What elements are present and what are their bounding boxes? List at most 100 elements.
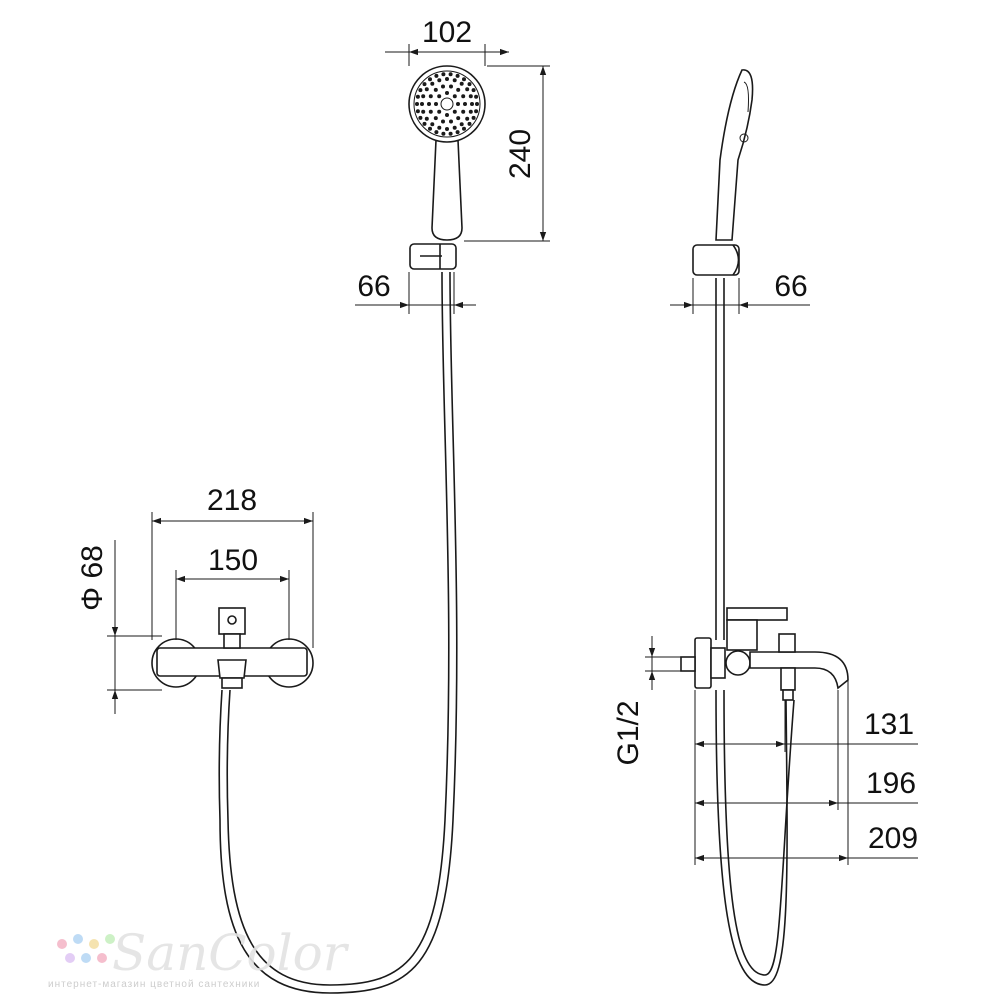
nozzle-dot — [465, 116, 470, 121]
nozzle-dot — [445, 77, 449, 81]
hand-shower-front — [408, 65, 486, 270]
nozzle-dot — [452, 78, 457, 83]
nozzle-dot — [471, 115, 476, 120]
nozzle-dot — [430, 122, 435, 127]
nozzle-dot — [445, 113, 449, 117]
nozzle-dot — [434, 130, 439, 135]
watermark-tagline: интернет-магазин цветной сантехники — [48, 979, 260, 990]
nozzle-dot — [421, 94, 426, 99]
dim-label-spout-131: 131 — [864, 708, 914, 741]
nozzle-dot — [418, 115, 423, 120]
nozzle-dot — [467, 82, 472, 87]
dim-240: 240 — [464, 65, 550, 242]
nozzle-dot — [462, 77, 466, 82]
nozzle-dot — [448, 131, 453, 136]
nozzle-dot — [441, 72, 446, 77]
nozzle-dot — [434, 73, 439, 78]
dim-196: 196 — [695, 690, 918, 810]
dim-label-mixer-centres: 150 — [208, 544, 258, 577]
nozzle-dot — [461, 109, 466, 114]
logo-dot-6 — [81, 953, 91, 963]
nozzle-dot — [428, 77, 432, 82]
nozzle-dot — [468, 94, 473, 99]
nozzle-dot — [468, 109, 473, 114]
dim-150: 150 — [175, 544, 290, 640]
nozzle-dot — [430, 81, 435, 86]
nozzle-dot — [462, 126, 466, 131]
dim-label-spout-209: 209 — [868, 822, 918, 855]
dim-label-handset-height: 240 — [504, 129, 537, 179]
nozzle-dot — [420, 102, 424, 106]
nozzle-dot — [437, 109, 442, 114]
dim-label-holder-front: 66 — [357, 270, 390, 303]
nozzle-dot — [452, 109, 457, 114]
nozzle-dot — [452, 125, 457, 130]
nozzle-dot — [470, 102, 474, 106]
dim-label-spout-196: 196 — [866, 767, 916, 800]
dim-g12: G1/2 — [612, 636, 690, 766]
nozzle-dot — [418, 88, 423, 93]
logo-dot-7 — [97, 953, 107, 963]
nozzle-dot — [433, 116, 438, 121]
watermark-logo: SanColor интернет-магазин цветной сантех… — [48, 924, 350, 990]
nozzle-dot — [415, 102, 419, 106]
nozzle-dot — [437, 78, 442, 83]
hose-front — [218, 271, 458, 994]
dim-209: 209 — [695, 680, 918, 865]
hand-shower-side — [692, 69, 754, 276]
mixer-side — [680, 607, 849, 701]
nozzle-dot — [445, 91, 449, 95]
dim-131: 131 — [694, 690, 918, 865]
nozzle-dot — [424, 87, 429, 92]
nozzle-dot — [421, 109, 426, 114]
dim-label-holder-side: 66 — [774, 270, 807, 303]
dim-label-handset-width: 102 — [422, 16, 472, 49]
nozzle-dot — [449, 84, 453, 89]
nozzle-dot — [428, 94, 433, 99]
dim-label-mixer-diameter: Φ 68 — [76, 545, 109, 611]
nozzle-dot — [422, 121, 427, 126]
dim-label-thread: G1/2 — [612, 700, 645, 765]
nozzle-dot — [415, 94, 420, 99]
logo-dot-2 — [73, 934, 83, 944]
nozzle-dot — [427, 102, 431, 106]
nozzle-dot — [456, 102, 460, 106]
nozzle-dot — [433, 87, 438, 92]
dim-phi-68: Φ 68 — [76, 540, 162, 714]
nozzle-dot — [415, 109, 420, 114]
shower-nozzles — [415, 72, 479, 136]
logo-dot-4 — [105, 934, 115, 944]
nozzle-dot — [424, 116, 429, 121]
nozzle-dot — [474, 109, 479, 114]
nozzle-dot — [452, 94, 457, 99]
dim-66-side: 66 — [670, 270, 810, 314]
nozzle-dot — [434, 102, 438, 106]
nozzle-dot — [441, 119, 445, 124]
nozzle-dot — [456, 116, 461, 121]
nozzle-dot — [437, 94, 442, 99]
nozzle-dot — [428, 109, 433, 114]
nozzle-dot — [463, 102, 467, 106]
nozzle-dot — [465, 87, 470, 92]
dim-102: 102 — [385, 16, 509, 66]
nozzle-dot — [437, 125, 442, 130]
nozzle-dot — [461, 94, 466, 99]
dim-218: 218 — [151, 484, 314, 648]
nozzle-dot — [474, 94, 479, 99]
nozzle-dot — [467, 121, 472, 126]
dim-label-mixer-width: 218 — [207, 484, 257, 517]
nozzle-dot — [455, 73, 460, 78]
hose-side — [715, 278, 795, 986]
dim-66-front: 66 — [355, 270, 476, 314]
nozzle-dot — [441, 131, 446, 136]
nozzle-dot — [459, 122, 464, 127]
logo-dot-3 — [89, 939, 99, 949]
nozzle-dot — [471, 88, 476, 93]
nozzle-dot — [456, 87, 461, 92]
logo-dot-1 — [57, 939, 67, 949]
nozzle-dot — [441, 84, 445, 89]
nozzle-dot — [455, 130, 460, 135]
nozzle-dot — [445, 127, 449, 131]
nozzle-dot — [449, 119, 453, 124]
